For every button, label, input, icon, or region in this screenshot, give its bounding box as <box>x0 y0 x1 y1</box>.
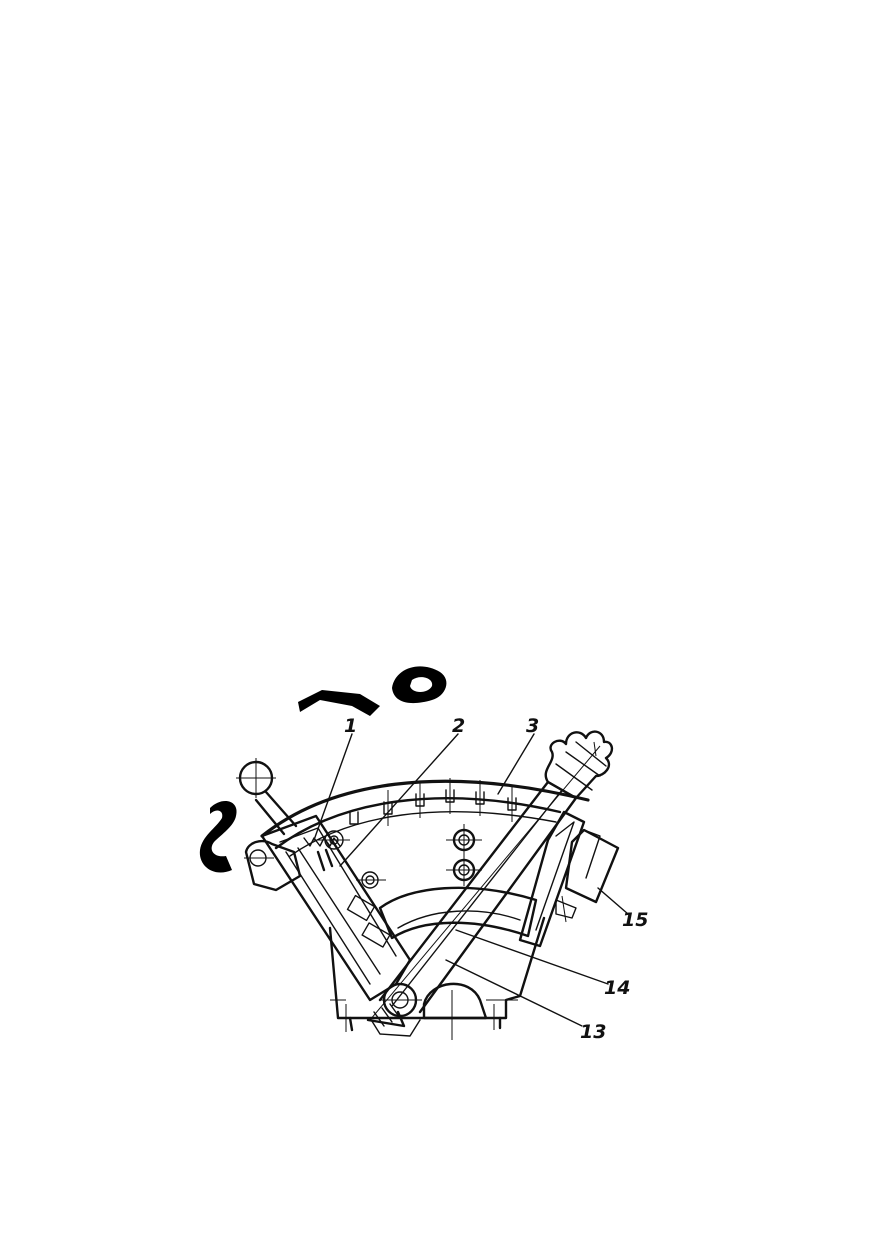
callout-15: 15 <box>622 909 648 931</box>
leader-13 <box>445 959 583 1027</box>
main-lever <box>366 730 614 1028</box>
callout-2: 2 <box>452 715 465 737</box>
right-guide-plate <box>518 810 586 948</box>
leader-lines <box>313 733 629 1027</box>
callout-1: 1 <box>344 715 357 737</box>
leader-15 <box>597 887 629 915</box>
left-lever <box>236 758 302 892</box>
callout-labels: 1 2 3 15 14 13 <box>344 715 648 1043</box>
scan-artifact-glyphs <box>199 666 447 873</box>
leader-2 <box>339 733 459 867</box>
switch-block <box>555 828 620 923</box>
leader-1 <box>313 733 353 841</box>
base-housing <box>328 886 546 1040</box>
quadrant-housing <box>260 778 590 857</box>
arc-bolts <box>349 778 517 826</box>
callout-3: 3 <box>526 715 539 737</box>
callout-14: 14 <box>604 977 630 999</box>
callout-13: 13 <box>580 1021 606 1043</box>
pivot-bolts <box>446 824 482 886</box>
leader-3 <box>497 733 535 795</box>
leader-14 <box>455 929 609 985</box>
